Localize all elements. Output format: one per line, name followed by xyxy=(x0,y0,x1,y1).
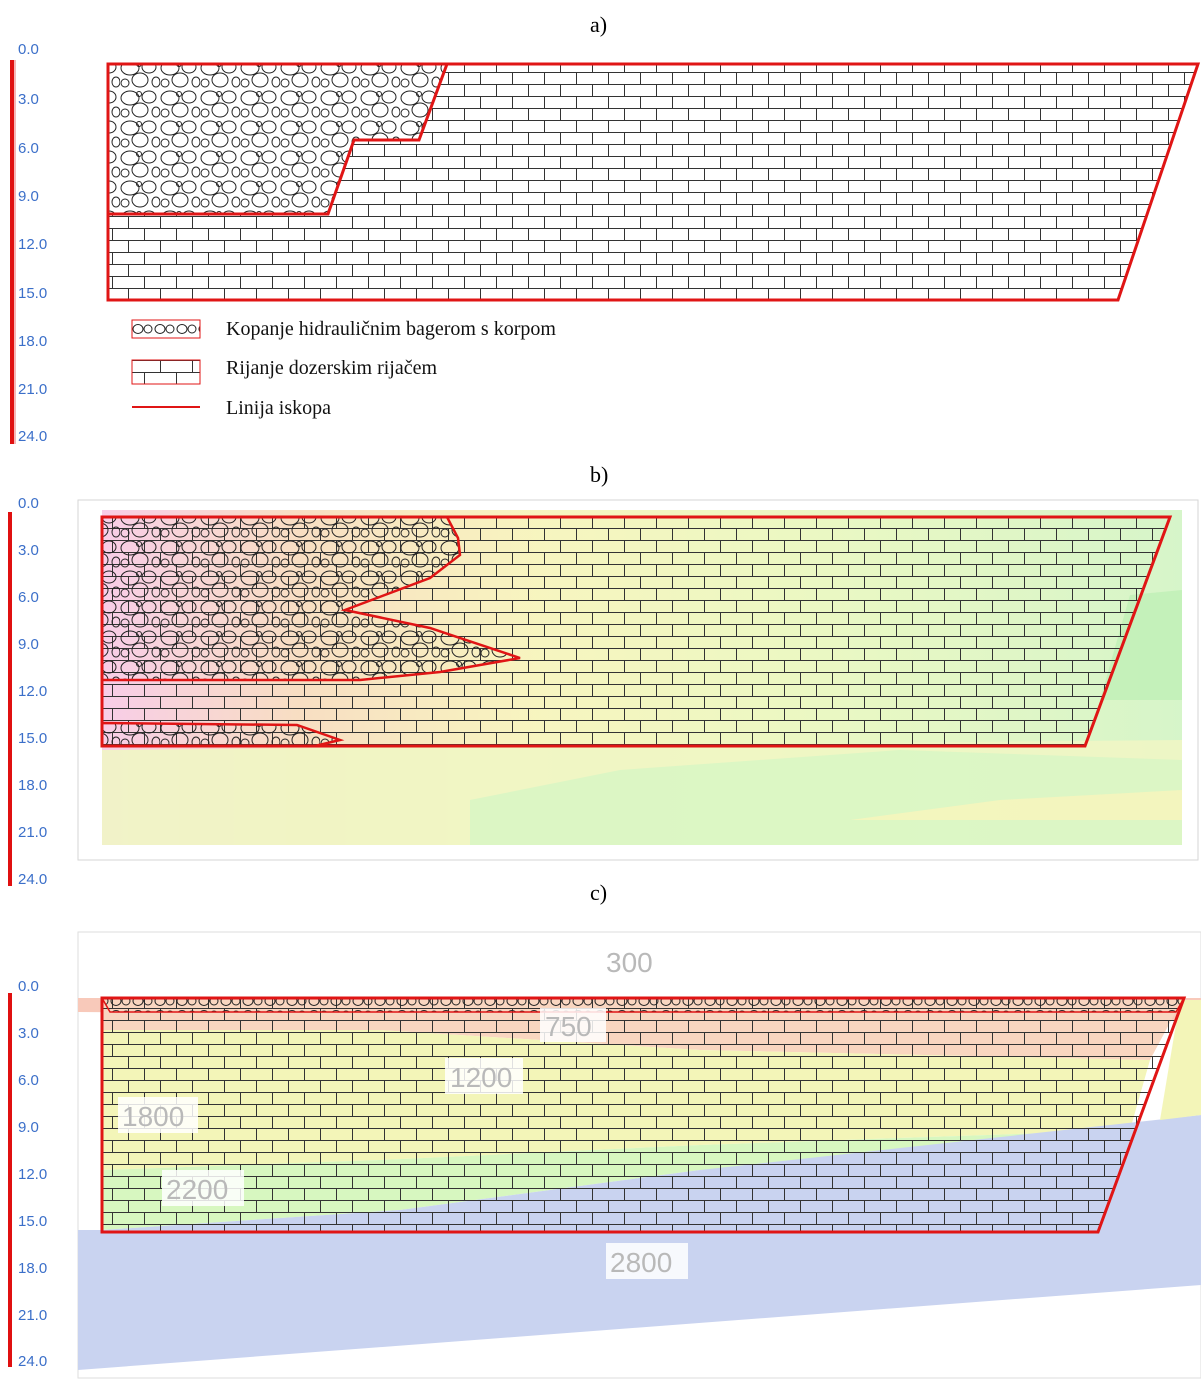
scale-tick: 3.0 xyxy=(18,542,39,559)
scale-tick: 24.0 xyxy=(18,871,48,888)
scale-tick: 21.0 xyxy=(18,1307,48,1324)
section-a xyxy=(106,62,1201,302)
contour-label-300: 300 xyxy=(606,947,653,978)
scale-tick: 12.0 xyxy=(18,236,48,253)
scale-tick: 12.0 xyxy=(18,1166,48,1183)
scale-tick: 15.0 xyxy=(18,730,48,747)
scale-tick: 15.0 xyxy=(18,1213,48,1230)
scale-tick: 6.0 xyxy=(18,1072,39,1089)
panel-b-title: b) xyxy=(590,462,609,487)
scale-tick: 3.0 xyxy=(18,1025,39,1042)
contour-label-750: 750 xyxy=(545,1011,592,1042)
contour-label-1800: 1800 xyxy=(122,1101,184,1132)
scale-tick: 18.0 xyxy=(18,1260,48,1277)
scale-tick: 3.0 xyxy=(18,91,39,108)
excavation-outline-a xyxy=(106,62,1201,302)
scale-tick: 24.0 xyxy=(18,428,48,445)
legend-bucket-label: Kopanje hidrauličnim bagerom s korpom xyxy=(226,318,556,340)
scale-tick: 9.0 xyxy=(18,636,39,653)
contour-label-2200: 2200 xyxy=(166,1174,228,1205)
scale-tick: 6.0 xyxy=(18,140,39,157)
scale-tick: 24.0 xyxy=(18,1353,48,1370)
panel-a-title: a) xyxy=(590,12,608,37)
depth-scale-bar-a xyxy=(10,60,16,444)
legend-line-label: Linija iskopa xyxy=(226,397,331,419)
excavation-outline-c xyxy=(100,996,1187,1234)
scale-tick: 0.0 xyxy=(18,41,39,58)
legend-ripping-symbol xyxy=(131,359,201,385)
scale-tick: 21.0 xyxy=(18,824,48,841)
depth-scale-bar-c xyxy=(8,993,12,1367)
scale-tick: 12.0 xyxy=(18,683,48,700)
scale-tick: 0.0 xyxy=(18,978,39,995)
scale-tick: 18.0 xyxy=(18,777,48,794)
contour-label-2800: 2800 xyxy=(610,1247,672,1278)
legend-ripping-label: Rijanje dozerskim rijačem xyxy=(226,357,438,379)
panel-c-title: c) xyxy=(590,880,608,905)
scale-tick: 15.0 xyxy=(18,285,48,302)
legend-bucket-symbol xyxy=(131,319,201,339)
scale-tick: 21.0 xyxy=(18,381,48,398)
scale-tick: 6.0 xyxy=(18,589,39,606)
scale-tick: 9.0 xyxy=(18,188,39,205)
section-b xyxy=(77,499,1199,861)
depth-scale-bar-b xyxy=(8,512,12,886)
scale-tick: 0.0 xyxy=(18,495,39,512)
contour-label-1200: 1200 xyxy=(450,1062,512,1093)
excavation-outline-b xyxy=(100,515,1173,748)
scale-tick: 9.0 xyxy=(18,1119,39,1136)
scale-tick: 18.0 xyxy=(18,333,48,350)
section-c: 300 750 1200 1800 2200 2800 xyxy=(77,931,1201,1379)
